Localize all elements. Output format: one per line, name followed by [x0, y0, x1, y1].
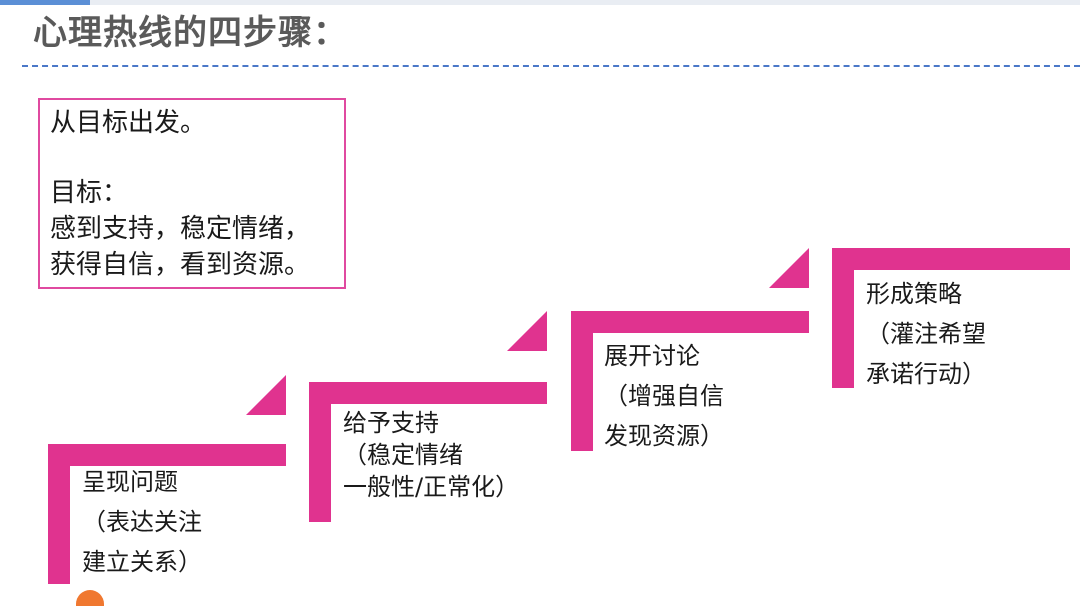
step-4-detail-1: （灌注希望: [866, 320, 986, 348]
stair-step-2-riser: [309, 382, 331, 522]
step-1-detail-1: （表达关注: [82, 508, 202, 536]
dashed-divider: [22, 65, 1080, 67]
step-4-detail-2: 承诺行动）: [866, 360, 986, 388]
step-3-title: 展开讨论: [604, 342, 700, 370]
step-1-detail-2: 建立关系）: [82, 548, 202, 576]
goal-box: 从目标出发。 目标： 感到支持，稳定情绪， 获得自信，看到资源。: [38, 98, 346, 289]
goal-detail-line-2: 获得自信，看到资源。: [50, 250, 311, 280]
step-3-detail-2: 发现资源）: [604, 422, 724, 450]
stair-step-4-riser: [832, 248, 854, 388]
goal-label-line: 目标：: [50, 178, 129, 208]
step-1-title: 呈现问题: [82, 468, 178, 496]
step-2-detail-1: （稳定情绪: [343, 441, 463, 469]
stair-step-1-top-bar: [48, 444, 286, 466]
stair-step-1-riser: [48, 444, 70, 584]
step-2-detail-2: 一般性/正常化）: [343, 473, 520, 501]
goal-intro-line: 从目标出发。: [50, 108, 207, 138]
stair-step-2-top-bar: [309, 382, 547, 404]
stair-step-1-triangle: [246, 375, 286, 415]
stair-step-2-triangle: [507, 311, 547, 351]
stair-step-4-top-bar: [832, 248, 1070, 270]
step-4-title: 形成策略: [866, 280, 962, 308]
slide-tab-strip: [0, 0, 1080, 5]
step-3-detail-1: （增强自信: [604, 382, 724, 410]
active-slide-tab[interactable]: [0, 0, 90, 5]
goal-detail-line-1: 感到支持，稳定情绪，: [50, 214, 311, 244]
page-title: 心理热线的四步骤：: [33, 13, 348, 53]
flower-decoration-icon: [76, 590, 104, 606]
stair-step-3-riser: [571, 311, 593, 451]
stair-step-3-top-bar: [571, 311, 809, 333]
step-2-title: 给予支持: [343, 409, 439, 437]
stair-step-3-triangle: [769, 248, 809, 288]
